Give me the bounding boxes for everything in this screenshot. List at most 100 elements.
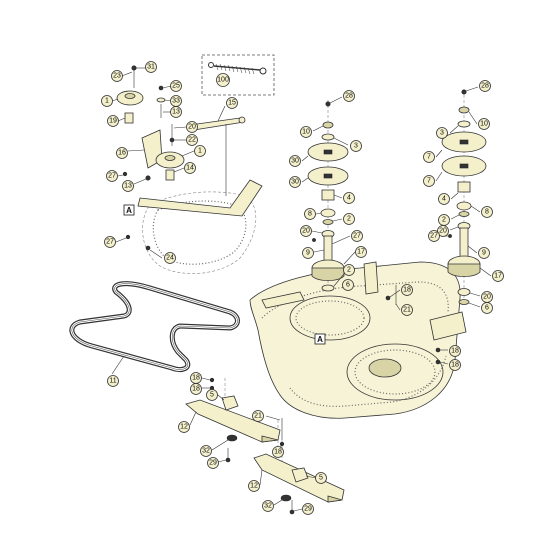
callout: 13 [122, 180, 134, 192]
callout: 32 [262, 500, 274, 512]
callout-label: 27 [430, 233, 438, 240]
callout-label: 8 [308, 211, 312, 218]
callout-label: 14 [186, 165, 194, 172]
callout: 9 [302, 247, 314, 259]
callout-label: 27 [353, 233, 361, 240]
leader-25 [162, 85, 172, 89]
callout-label: 18 [274, 449, 282, 456]
leader-9l [313, 249, 325, 253]
leader-20r [449, 226, 459, 231]
leader-6r [468, 302, 481, 308]
callout-label: 27 [108, 173, 116, 180]
callout: 30 [289, 176, 301, 188]
spring-100-hook-left [208, 62, 214, 68]
leader-20r-low [469, 292, 481, 297]
leader-23 [121, 71, 133, 77]
leader-19 [117, 117, 126, 122]
right-bolt-28 [461, 89, 467, 95]
right-housing-17-base [447, 263, 481, 277]
callout-label: 18 [451, 348, 459, 355]
leader-10r [468, 111, 478, 125]
callout-label: 28 [481, 83, 489, 90]
spring-100-frame [201, 54, 275, 96]
callout-label: 31 [147, 64, 155, 71]
callout-label: 21 [254, 413, 262, 420]
callout: 28 [343, 90, 355, 102]
callout-bubbles: 23 31 1 25 33 13 19 20 22 16 1 27 13 14 … [101, 61, 504, 515]
right-washer-3 [457, 120, 471, 128]
callout: 27 [104, 236, 116, 248]
leader-12-lower [259, 469, 263, 486]
nut-24 [145, 245, 151, 251]
reference-box-a-left-label: A [126, 206, 132, 215]
callout-label: 20 [188, 124, 196, 131]
deck-bracket-side [429, 311, 467, 341]
tensioner-deck-outline [142, 191, 257, 274]
callout: 24 [164, 252, 176, 264]
leader-18-deck-c [439, 361, 449, 365]
callout-label: 24 [166, 255, 174, 262]
right-pulley-7-bottom-keyway [459, 163, 469, 169]
left-screw-27 [312, 238, 316, 242]
callout-label: 22 [188, 137, 196, 144]
callout-label: 9 [306, 250, 310, 257]
callout: 29 [207, 457, 219, 469]
leader-21-blade [265, 415, 281, 421]
callout: 22 [186, 134, 198, 146]
callout: 7 [423, 175, 435, 187]
leader-13b [133, 178, 147, 185]
callout: 6 [481, 302, 493, 314]
blade-bolt-29-lower-head [289, 509, 295, 515]
blade-adapter-5-upper [221, 395, 239, 411]
callout: 14 [184, 162, 196, 174]
right-bearing-20-lower [457, 288, 471, 296]
reference-box-a-deck: A [314, 333, 326, 345]
callout: 1 [101, 95, 113, 107]
leader-33 [164, 99, 172, 102]
left-spindle-assembly [307, 100, 349, 292]
callout: 8 [304, 208, 316, 220]
leader-4r [450, 192, 459, 200]
callout-label: 6 [485, 305, 489, 312]
callout-label: 20 [483, 294, 491, 301]
leader-21-deck [395, 303, 401, 311]
leader-8r [470, 205, 481, 213]
callout-label: 29 [209, 460, 217, 467]
v-belt-inner [70, 282, 239, 371]
right-pulley-7-top-keyway [459, 139, 469, 145]
callout: 17 [492, 270, 504, 282]
callout: 17 [355, 246, 367, 258]
leader-5-upper [217, 394, 225, 401]
callout-label: 13 [124, 183, 132, 190]
spring-100-coil [215, 63, 255, 75]
callout: 6 [342, 279, 354, 291]
leader-32-lower [273, 499, 283, 506]
right-shaft-9 [459, 227, 469, 261]
idler-pulley-upper-hub [124, 93, 136, 99]
leader-14 [173, 167, 185, 173]
callout: 27 [428, 230, 440, 242]
callout: 1 [194, 145, 206, 157]
callout-label: 32 [202, 448, 210, 455]
leader-2r [450, 214, 460, 220]
callout: 12 [178, 421, 190, 433]
leader-12-upper [189, 411, 197, 426]
leader-30b [301, 177, 309, 183]
callout: 3 [350, 140, 362, 152]
leader-27l [331, 235, 351, 245]
leader-18-deck-a [389, 289, 401, 298]
leader-28l [329, 96, 343, 104]
callout: 4 [438, 193, 450, 205]
reference-box-a-left: A [123, 204, 135, 216]
callout: 18 [190, 383, 202, 395]
callout-label: 29 [304, 506, 312, 513]
callout-label: 100 [217, 77, 229, 84]
callout-label: 2 [442, 217, 446, 224]
blade-bolt-29-upper-head [225, 457, 231, 463]
leader-7a [435, 149, 443, 158]
callout-label: 1 [198, 148, 202, 155]
leader-7b [435, 171, 443, 182]
callout-label: 33 [172, 98, 180, 105]
callout: 20 [437, 225, 449, 237]
